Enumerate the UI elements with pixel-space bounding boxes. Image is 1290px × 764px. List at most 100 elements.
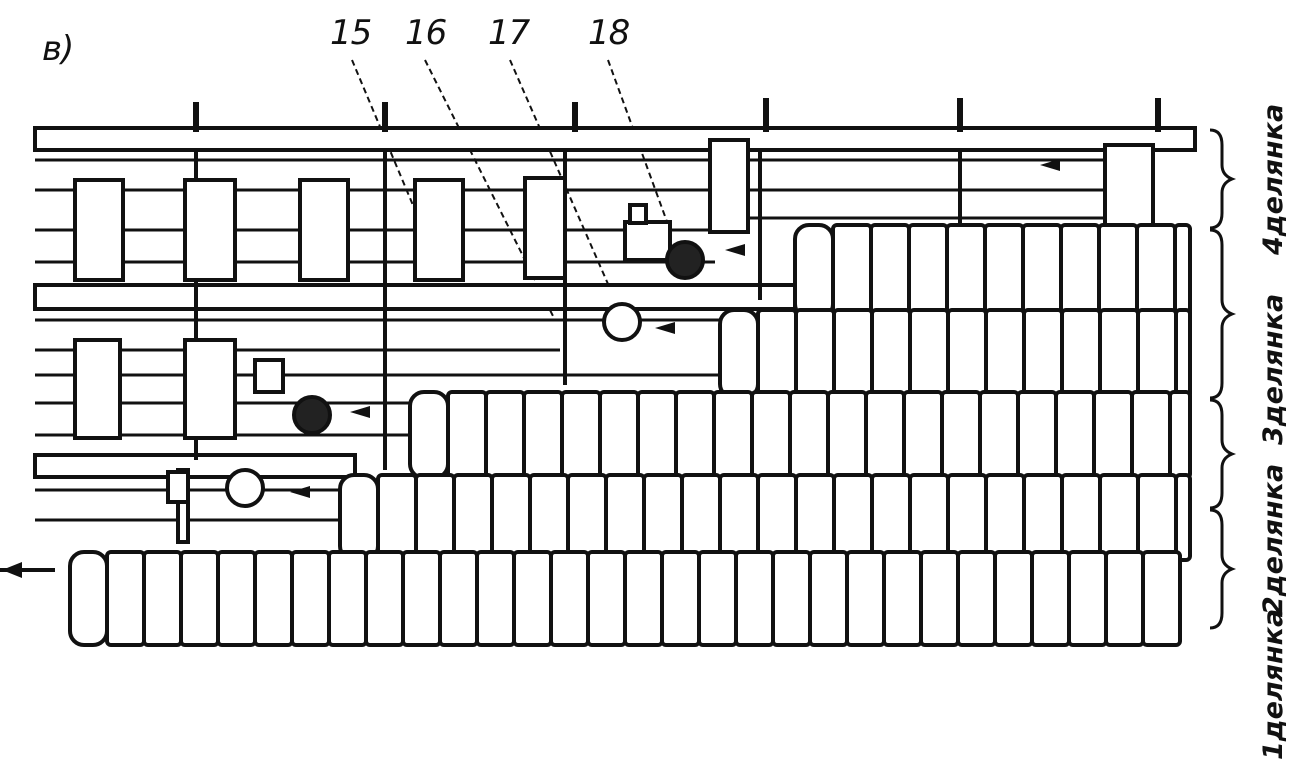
- pillar-block: [946, 473, 988, 562]
- pillar-block: [475, 550, 516, 647]
- pump-circle-icon: [225, 468, 265, 508]
- pillar-block: [907, 223, 949, 320]
- pillar-block: [734, 550, 775, 647]
- pump-circle-icon: [602, 302, 642, 342]
- pillar-block: [1092, 390, 1134, 480]
- pillar-block: [832, 308, 874, 400]
- pillar-block: [1135, 223, 1177, 320]
- pillar-block: [946, 308, 988, 400]
- pillar-block: [882, 550, 923, 647]
- pillar-block: [788, 390, 830, 480]
- pillar-block: [718, 308, 760, 400]
- zone-labels: 1делянка 2делянка 3делянка 4делянка: [1258, 104, 1289, 760]
- pillar-block: [984, 308, 1026, 400]
- pillar-block: [674, 390, 716, 480]
- pillar-block: [1104, 550, 1145, 647]
- hatched-plug-icon: [292, 395, 332, 435]
- callout-15: 15: [330, 13, 371, 53]
- pillar-block: [864, 390, 906, 480]
- pillar-block: [919, 550, 960, 647]
- flow-arrow-icon: [290, 159, 1060, 498]
- pillar-block: [1130, 390, 1172, 480]
- pillar-block: [983, 223, 1025, 320]
- pillar-block: [1136, 308, 1178, 400]
- pillar-block: [1098, 473, 1140, 562]
- pillar-block: [908, 308, 950, 400]
- pillar-grid: [68, 223, 1192, 647]
- pillar-block: [528, 473, 570, 562]
- pillar-block: [549, 550, 590, 647]
- top-posts: [193, 98, 1161, 132]
- pillar-block: [636, 390, 678, 480]
- pillar-block: [697, 550, 738, 647]
- pillar-block: [105, 550, 146, 647]
- callout-18: 18: [588, 13, 630, 53]
- pillar-block: [408, 390, 450, 480]
- pillar-block: [1060, 308, 1102, 400]
- pillar-block: [414, 473, 456, 562]
- pillar-block: [623, 550, 664, 647]
- pillars-row-2: [73, 338, 237, 544]
- pillar-block: [870, 308, 912, 400]
- pillar-block: [845, 550, 886, 647]
- pillar-block: [1168, 390, 1192, 480]
- pillar-block: [438, 550, 479, 647]
- pillar-block: [522, 390, 564, 480]
- pillar-block: [1174, 473, 1192, 562]
- pillar-block: [566, 473, 608, 562]
- pillar-block: [327, 550, 368, 647]
- pillar-block: [1021, 223, 1063, 320]
- pillar-block: [832, 473, 874, 562]
- pillar-block: [771, 550, 812, 647]
- pillar-block: [586, 550, 627, 647]
- pillar-block: [604, 473, 646, 562]
- pillar-block: [1060, 473, 1102, 562]
- pillar-block: [1059, 223, 1101, 320]
- pillar-block: [1054, 390, 1096, 480]
- equipment: [166, 203, 705, 508]
- pillar-block: [1067, 550, 1108, 647]
- pillar-block: [1141, 550, 1182, 647]
- pillar-block: [1016, 390, 1058, 480]
- pillar-block: [253, 550, 294, 647]
- pillar-block: [1097, 223, 1139, 320]
- hatched-plug-icon: [665, 240, 705, 280]
- pillar-block: [1174, 308, 1192, 400]
- pillar-block: [870, 473, 912, 562]
- pillar-block: [718, 473, 760, 562]
- machine-upper: [623, 220, 672, 262]
- pillar-block: [452, 473, 494, 562]
- pillar-block: [793, 223, 835, 320]
- pillar-block: [902, 390, 944, 480]
- pillar-block: [869, 223, 911, 320]
- pillar-block: [750, 390, 792, 480]
- pillar-block: [978, 390, 1020, 480]
- zone-braces: [1209, 128, 1237, 630]
- pillar-block: [794, 473, 836, 562]
- pillar-block: [956, 550, 997, 647]
- pillar-block: [68, 550, 109, 647]
- pillar-block: [290, 550, 331, 647]
- panel-label: в): [42, 29, 73, 69]
- arrow-left-icon: [0, 562, 55, 578]
- pillar-block: [490, 473, 532, 562]
- pillar-block: [642, 473, 684, 562]
- pillar-block: [984, 473, 1026, 562]
- pillar-block: [1098, 308, 1140, 400]
- pillar-block: [660, 550, 701, 647]
- pillar-block: [1030, 550, 1071, 647]
- pillar-block: [908, 473, 950, 562]
- pillar-block: [401, 550, 442, 647]
- zone-label-2: 2делянка: [1258, 464, 1289, 615]
- pillar-block: [756, 473, 798, 562]
- pillar-block: [512, 550, 553, 647]
- pillar-block: [831, 223, 873, 320]
- pillar-block: [364, 550, 405, 647]
- pillar-block: [1136, 473, 1178, 562]
- callout-16: 16: [405, 13, 447, 53]
- pillar-block: [560, 390, 602, 480]
- zone-label-1: 1делянка: [1258, 609, 1289, 760]
- haulage-drifts: [33, 126, 1197, 479]
- pillar-block: [179, 550, 220, 647]
